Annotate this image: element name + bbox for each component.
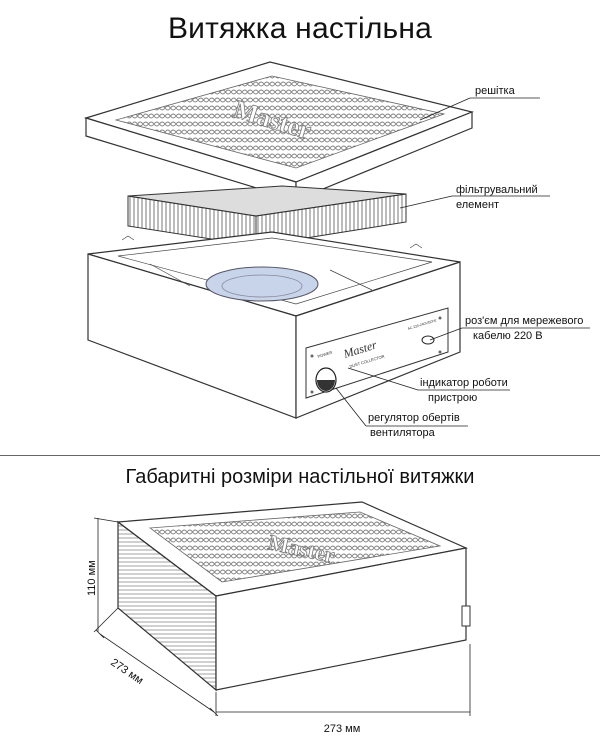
dim-width: 273 мм bbox=[324, 723, 361, 735]
filter-element bbox=[127, 185, 407, 247]
section-divider bbox=[0, 455, 600, 456]
base-housing: POWER Master DUST COLLECTOR AC 220-240V/… bbox=[87, 231, 461, 419]
label-indicator-line1: індикатор роботи bbox=[420, 377, 508, 389]
dimensions-section-title: Габаритні розміри настільної витяжки bbox=[125, 466, 475, 488]
label-connector-line2: кабелю 220 В bbox=[473, 330, 543, 342]
label-filter-line2: елемент bbox=[456, 199, 499, 211]
grille-lid: Master bbox=[83, 61, 474, 201]
label-regulator-line2: вентилятора bbox=[370, 427, 436, 439]
dim-height: 110 мм bbox=[86, 560, 98, 596]
grille-mesh bbox=[114, 75, 446, 169]
control-panel bbox=[305, 307, 449, 399]
label-grille: решітка bbox=[475, 85, 516, 97]
label-filter-line1: фільтрувальний bbox=[456, 184, 538, 196]
fan bbox=[205, 266, 319, 302]
label-connector-line1: роз'єм для мережевого bbox=[465, 315, 583, 327]
power-connector bbox=[421, 335, 435, 345]
label-indicator-line2: пристрою bbox=[428, 392, 477, 404]
assembled-unit: Master bbox=[116, 501, 471, 692]
callouts: решітка фільтрувальний елемент роз'єм дл… bbox=[335, 85, 590, 439]
page-title: Витяжка настільна bbox=[167, 12, 433, 45]
panel-power-label: POWER bbox=[317, 350, 333, 359]
label-regulator-line1: регулятор обертів bbox=[368, 412, 460, 424]
